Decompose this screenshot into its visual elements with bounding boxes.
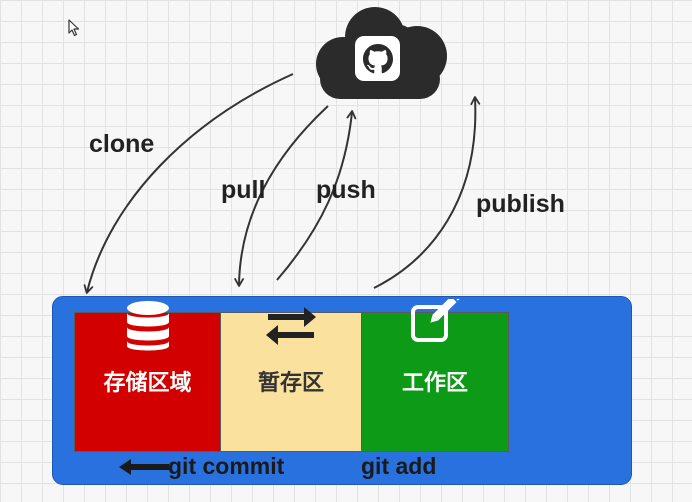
git-commit-label: git commit	[168, 453, 285, 479]
git-add-label: git add	[361, 453, 437, 479]
publish-label: publish	[476, 190, 565, 218]
push-label: push	[316, 176, 376, 204]
staging-area: 暂存区	[220, 307, 362, 452]
repository-area: 存储区域	[74, 301, 221, 452]
mouse-cursor-icon	[68, 19, 80, 37]
pull-label: pull	[221, 176, 266, 204]
publish-arrow	[373, 96, 481, 289]
staging-icon-wrap	[221, 305, 361, 365]
swap-arrows-icon	[266, 307, 316, 345]
working-area: 工作区	[361, 299, 509, 452]
repository-icon-wrap	[75, 300, 220, 360]
commit-arrow-icon	[119, 459, 169, 475]
repository-label: 存储区域	[103, 371, 192, 396]
github-icon	[362, 43, 393, 73]
edit-icon	[411, 299, 461, 342]
github-logo-tile	[355, 36, 400, 81]
clone-label: clone	[89, 130, 155, 158]
database-icon	[126, 301, 169, 351]
working-icon-wrap	[362, 299, 508, 359]
working-label: 工作区	[401, 371, 468, 396]
staging-label: 暂存区	[257, 371, 324, 396]
